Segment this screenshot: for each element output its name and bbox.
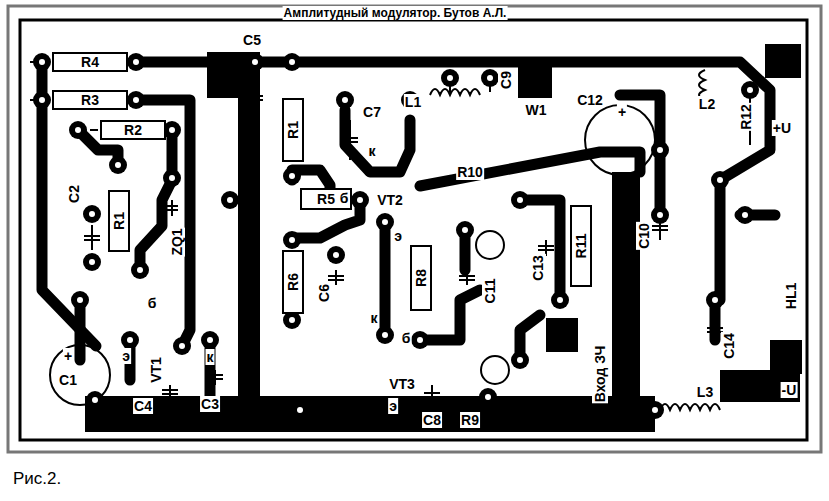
component-label: C3 xyxy=(200,396,220,412)
resistor-body: R8 xyxy=(410,245,432,311)
part-name: R2 xyxy=(124,123,142,137)
component-label: L1 xyxy=(404,94,422,110)
component-label: C1 xyxy=(58,372,78,388)
component-label: VT3 xyxy=(388,376,416,392)
component-label: к xyxy=(369,310,378,326)
figure-caption: Рис.2. xyxy=(12,469,62,488)
resistor-body: R1 xyxy=(282,98,304,162)
resistor-body: R4 xyxy=(52,52,128,72)
component-label: R10 xyxy=(456,164,484,180)
component-label: э xyxy=(388,398,398,414)
component-label: б xyxy=(401,330,412,346)
component-label: +U xyxy=(772,120,792,136)
component-label: C2 xyxy=(66,184,82,204)
component-label: ZQ1 xyxy=(169,227,185,256)
component-label: Вход ЗЧ xyxy=(592,345,608,404)
part-name: R3 xyxy=(81,93,99,107)
part-name: R11 xyxy=(574,234,588,259)
component-label: C7 xyxy=(362,104,382,120)
resistor-body: R6 xyxy=(282,250,304,314)
part-name: R1 xyxy=(286,121,300,139)
component-label: э xyxy=(393,228,403,244)
part-name: R8 xyxy=(414,269,428,287)
component-label: э xyxy=(121,348,131,364)
component-label: HL1 xyxy=(783,282,799,310)
component-label: R12 xyxy=(738,103,754,131)
component-label: б xyxy=(147,295,158,311)
board-title: Амплитудный модулятор. Бутов А.Л. xyxy=(283,6,508,20)
component-label: C11 xyxy=(482,278,498,305)
component-label: L2 xyxy=(698,96,716,112)
component-label: VT1 xyxy=(148,356,164,384)
component-label: к xyxy=(367,143,376,159)
component-label: -U xyxy=(781,382,798,398)
part-name: R4 xyxy=(81,55,99,69)
resistor-body: R1 xyxy=(108,190,130,252)
component-label: C5 xyxy=(242,32,262,48)
component-label: L3 xyxy=(696,384,714,400)
component-label: C10 xyxy=(636,222,652,250)
component-label: C8 xyxy=(422,412,442,428)
component-label: C14 xyxy=(721,332,737,360)
component-label: R9 xyxy=(460,412,480,428)
component-label: C4 xyxy=(133,398,153,414)
component-label: C12 xyxy=(576,92,604,108)
component-label: W1 xyxy=(525,102,548,118)
component-label: C9 xyxy=(498,70,514,90)
component-label: VT2 xyxy=(376,192,404,208)
component-label: C6 xyxy=(316,283,332,303)
component-label: + xyxy=(617,104,627,120)
component-label: к xyxy=(205,349,214,365)
component-label: б xyxy=(339,190,350,206)
part-name: R6 xyxy=(286,273,300,291)
resistor-body: R3 xyxy=(52,90,128,110)
part-name: R1 xyxy=(112,212,126,230)
part-name: R5 xyxy=(317,192,335,206)
component-label: C13 xyxy=(530,254,546,282)
resistor-body: R2 xyxy=(100,120,166,140)
resistor-body: R11 xyxy=(570,205,592,287)
component-label: + xyxy=(63,348,73,364)
